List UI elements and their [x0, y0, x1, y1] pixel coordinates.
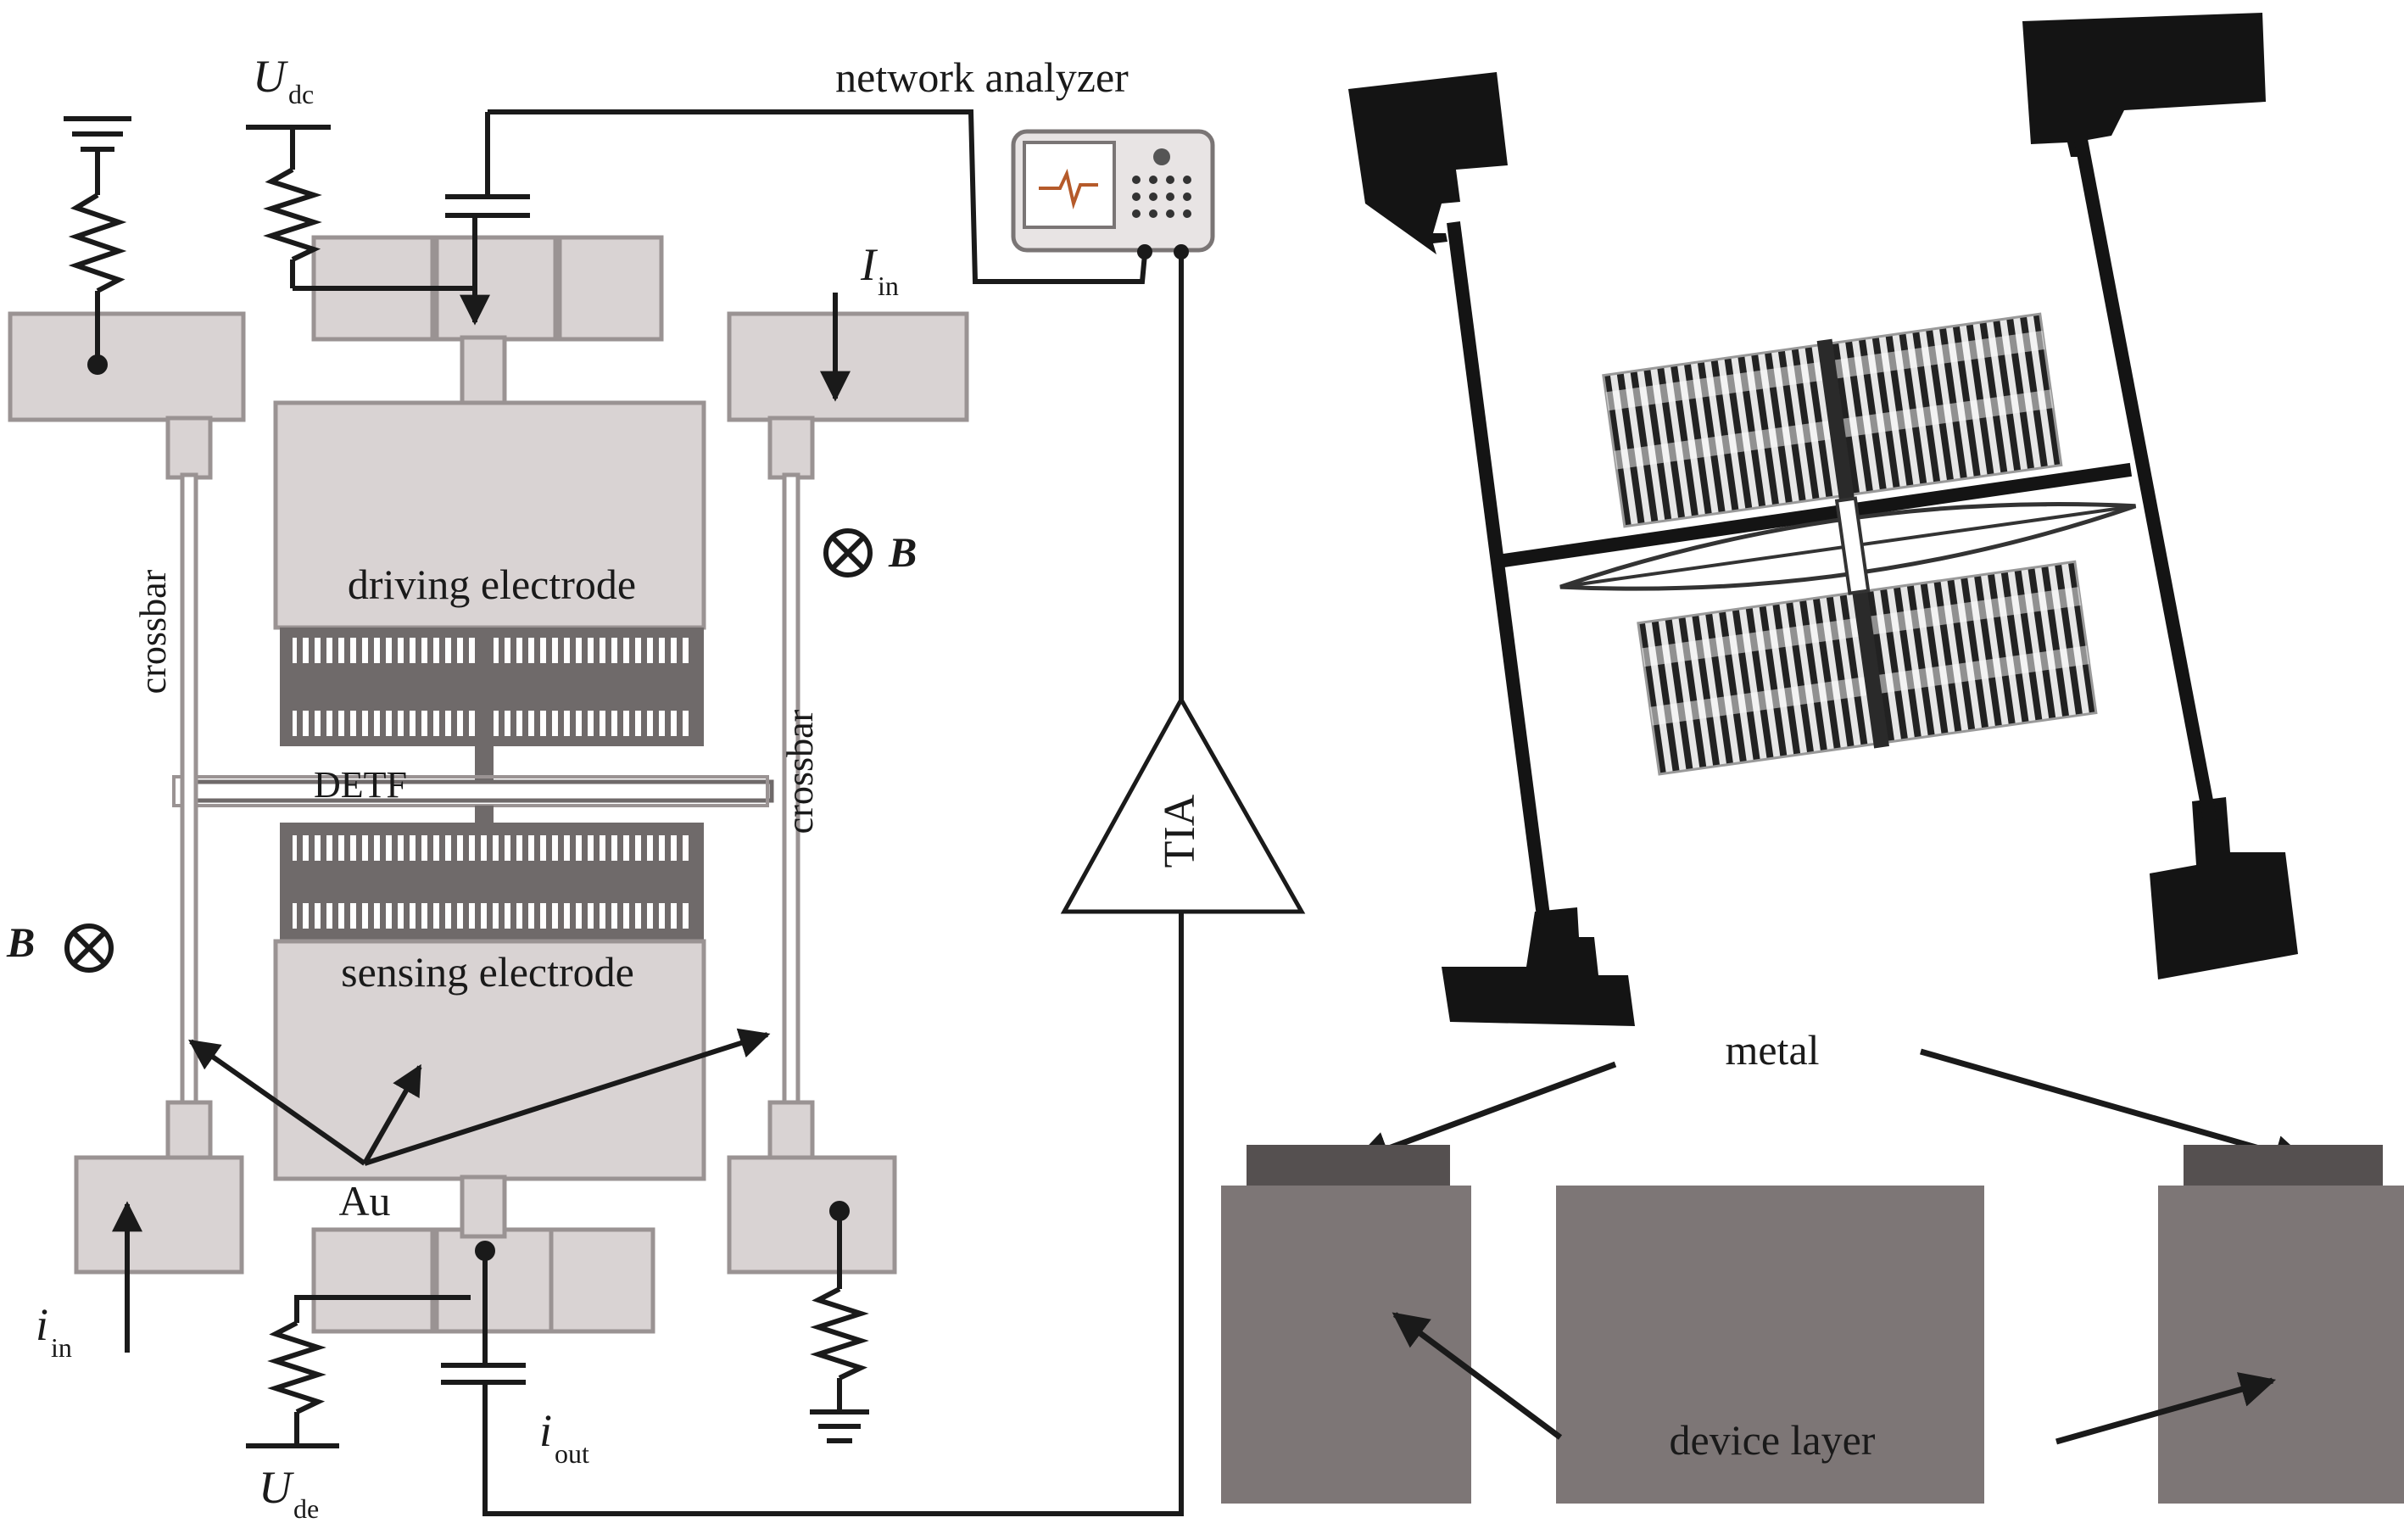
ground-bottom-right	[810, 1201, 869, 1443]
top-capacitor	[445, 109, 1147, 326]
top-pads	[311, 235, 664, 342]
ground-top-left	[64, 116, 131, 375]
au-label: Au	[338, 1177, 390, 1225]
b-field-symbol-left	[64, 923, 114, 973]
iin-top-label: I	[860, 239, 878, 290]
crossbar-right-label: crossbar	[779, 709, 821, 834]
iin-top-subscript: in	[878, 271, 899, 301]
udc-subscript: dc	[288, 79, 314, 109]
network-analyzer-label: network analyzer	[835, 53, 1129, 101]
driving-electrode	[273, 335, 706, 780]
device-layer-label: device layer	[1670, 1416, 1876, 1464]
iin-bottom-label: i	[36, 1299, 48, 1350]
left-crossbar	[8, 311, 246, 1275]
udc-resistor	[246, 125, 475, 291]
iout-label: i	[539, 1405, 552, 1456]
sensing-electrode	[273, 806, 706, 1239]
crossbar-left-label: crossbar	[132, 569, 174, 694]
detf-beam	[172, 775, 774, 807]
ude-resistor	[246, 1241, 526, 1448]
tia-label: TIA	[1156, 794, 1204, 868]
cross-section	[1221, 1145, 2404, 1504]
iout-subscript: out	[555, 1438, 589, 1469]
driving-electrode-label: driving electrode	[348, 561, 636, 608]
right-crossbar	[727, 311, 969, 1275]
anchor-pads	[1348, 13, 2298, 1026]
right-micrograph: metal device layer	[1221, 13, 2404, 1504]
b-field-symbol-right	[823, 528, 873, 578]
ude-subscript: de	[293, 1493, 319, 1524]
au-arrows	[188, 1028, 771, 1166]
b-left-label: B	[6, 918, 35, 966]
udc-label: U	[253, 51, 288, 102]
b-right-label: B	[888, 528, 917, 576]
device-layer-arrows	[1392, 1312, 2277, 1445]
tether-beams	[1447, 136, 2217, 923]
detf-label: DETF	[314, 764, 407, 806]
network-analyzer-icon	[1011, 129, 1215, 259]
metal-arrows	[1353, 1048, 2311, 1170]
iin-bottom-subscript: in	[51, 1332, 72, 1363]
sensing-electrode-label: sensing electrode	[341, 948, 634, 996]
metal-label: metal	[1725, 1026, 1819, 1074]
ude-label: U	[259, 1462, 294, 1513]
comb-array	[1559, 312, 2137, 776]
bottom-pads	[311, 1227, 655, 1334]
left-schematic: driving electrode DETF sensing electrode…	[6, 51, 1306, 1524]
tia-amplifier	[482, 252, 1306, 1516]
